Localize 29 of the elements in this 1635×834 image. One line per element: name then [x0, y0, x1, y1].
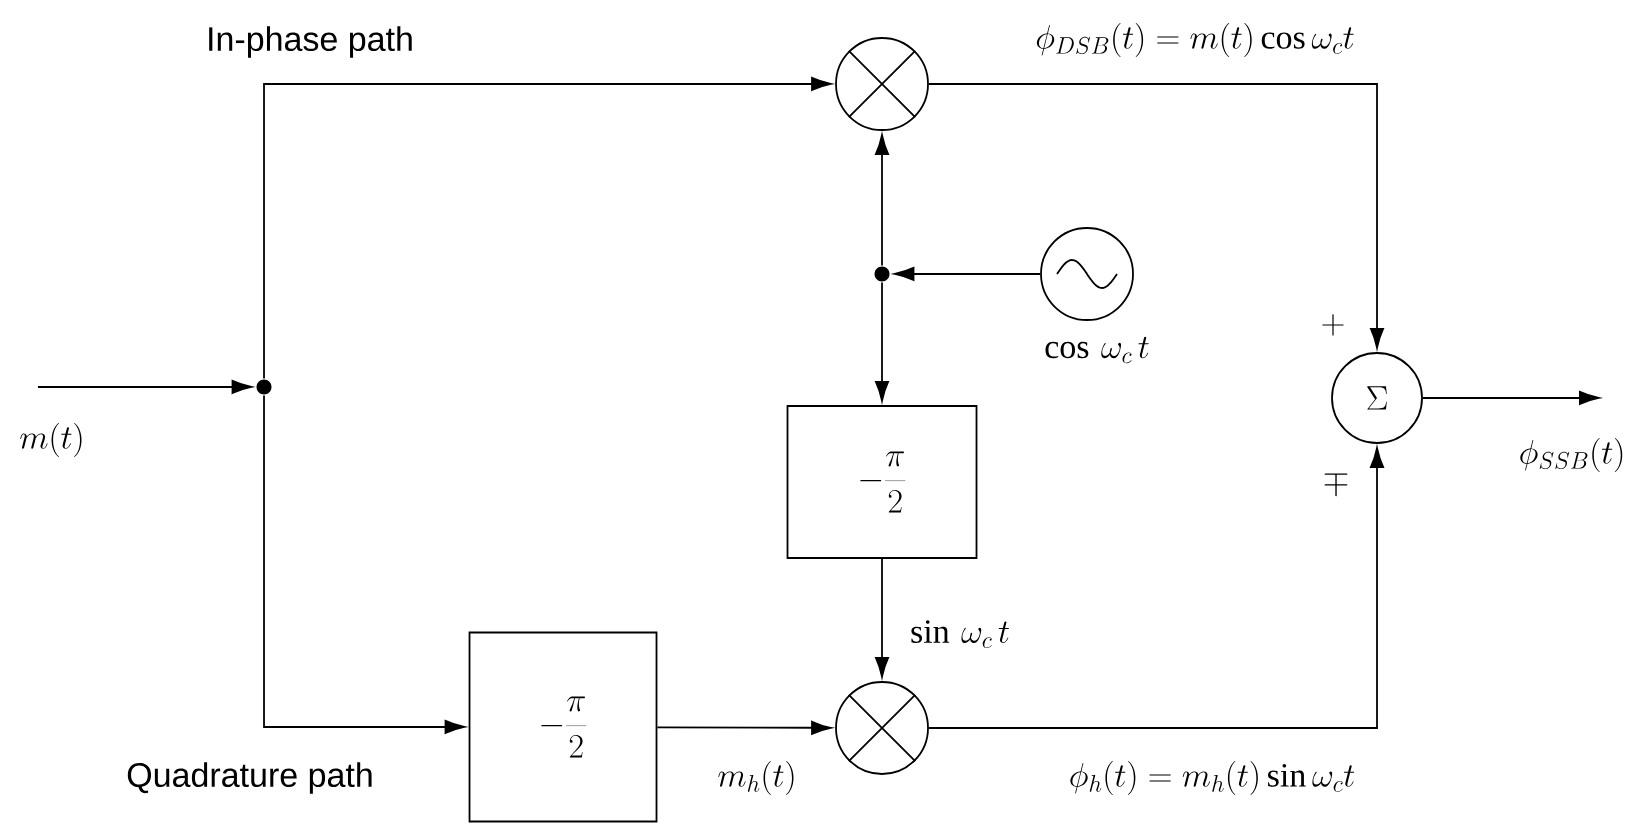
multiplier-symbol	[835, 37, 929, 131]
edge-label: $\phi_{SSB}(t)$	[1517, 437, 1627, 473]
junction-dot	[256, 379, 272, 395]
edge-label: $m_h(t)$	[716, 760, 798, 796]
path-label: Quadrature path	[127, 762, 372, 794]
arrow	[893, 267, 1041, 281]
edge-label: $\sin\,\omega_c\, t$	[909, 619, 1011, 649]
arrow	[875, 558, 889, 678]
phase-shifter-box: $-\frac{\pi}{2}$	[468, 631, 658, 823]
junction-dot	[874, 266, 890, 282]
arrow	[928, 447, 1384, 729]
arrow	[928, 83, 1384, 349]
multiplier-symbol	[835, 681, 929, 775]
oscillator-label: $\cos\,\omega_c\, t$	[1045, 336, 1149, 364]
arrow	[37, 380, 253, 394]
phase-shifter-box: $-\frac{\pi}{2}$	[786, 405, 978, 559]
arrow	[263, 77, 832, 380]
sign-label: $\mp$	[1324, 473, 1348, 497]
arrow	[875, 134, 889, 267]
arrow	[1422, 391, 1600, 405]
arrow	[656, 720, 832, 735]
sign-label: $+$	[1322, 314, 1344, 336]
arrow	[263, 394, 466, 734]
oscillator-symbol	[1040, 227, 1134, 321]
arrow	[875, 281, 889, 402]
edge-label: $\phi_h(t) = m_h(t)\sin\omega_c t$	[1067, 760, 1357, 796]
edge-label: $m(t)$	[18, 422, 86, 458]
path-label: In-phase path	[209, 26, 412, 58]
edge-label: $\phi_{DSB}(t) = m(t)\cos\omega_c t$	[1034, 22, 1356, 58]
